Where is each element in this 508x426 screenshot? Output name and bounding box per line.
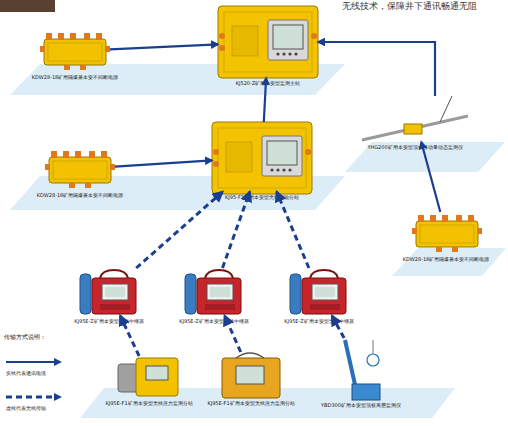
device-caption: KDW28-18矿用隔爆兼本安不间断电源 (403, 256, 490, 262)
cable-link (115, 160, 212, 166)
device-node: KJ95E-Z矿用本安型无线中继器 (290, 268, 348, 316)
device-node: KJ95E-F1矿用本安型无线压力监测分站 (118, 356, 180, 398)
device-caption: KJ520-Z矿用本安型监测主站 (236, 80, 301, 86)
relay-device (185, 270, 241, 314)
wireless-link (277, 192, 309, 268)
platform (392, 248, 506, 276)
device-node: KJ95-F3矿用本安型无线传输分站 (212, 122, 312, 192)
device-caption: KDW28-18矿用隔爆兼本安不间断电源 (37, 192, 124, 198)
device-node: YBD300矿用本安型顶板离层监测仪 (338, 338, 384, 400)
device-caption: KJ95-F3矿用本安型无线传输分站 (225, 194, 299, 200)
separation-sensor (345, 340, 380, 400)
banner-text: 无线技术，保障井下通讯畅通无阻 (342, 1, 477, 12)
device-caption: KJ95E-Z矿用本安型无线中继器 (179, 318, 249, 324)
device-node: KJ520-Z矿用本安型监测主站 (218, 6, 318, 78)
device-caption: KJ95E-Z矿用本安型无线中继器 (74, 318, 144, 324)
device-node: KJ95E-Z矿用本安型无线中继器 (185, 268, 243, 316)
wireless-link (225, 316, 241, 352)
wireless-link (136, 192, 222, 268)
device-caption: KJ95E-Z矿用本安型无线中继器 (284, 318, 354, 324)
device-caption: YHG200矿用本安型顶板移动量动态监测仪 (367, 144, 462, 150)
legend-text: 实线代表通讯电缆 (6, 370, 46, 377)
relay-device (80, 270, 136, 314)
cable-link (264, 78, 266, 122)
relay-device (290, 270, 346, 314)
cable-link (421, 142, 440, 212)
wireless-link (120, 316, 139, 356)
pressure-station (118, 358, 178, 396)
device-node: KDW28-18矿用隔爆兼本安不间断电源 (45, 148, 115, 190)
device-caption: YBD300矿用本安型顶板离层监测仪 (321, 402, 401, 408)
legend-heading: 传输方式说明： (4, 333, 46, 341)
platform (345, 142, 505, 172)
legend-text: 虚线代表无线传输 (6, 405, 46, 412)
cable-link (110, 44, 218, 49)
device-caption: KJ95E-F1矿用本安型无线压力监测分站 (105, 400, 192, 406)
pressure-station (222, 353, 280, 398)
station-device (218, 6, 318, 78)
ups-device (45, 151, 115, 188)
legend-sample (6, 358, 62, 401)
cable-link (318, 42, 435, 96)
device-caption: KDW28-18矿用隔爆兼本安不间断电源 (32, 74, 119, 80)
wireless-link (332, 316, 344, 338)
photo-fragment (0, 0, 55, 12)
device-node: KJ95E-Z矿用本安型无线中继器 (80, 268, 138, 316)
device-caption: KJ95E-F1矿用本安型无线压力监测分站 (207, 400, 294, 406)
device-node: KDW28-18矿用隔爆兼本安不间断电源 (412, 212, 480, 254)
wireless-link (223, 192, 250, 268)
device-node: KDW28-18矿用隔爆兼本安不间断电源 (40, 30, 110, 72)
device-node: YHG200矿用本安型顶板移动量动态监测仪 (360, 96, 470, 142)
ups-device (412, 215, 482, 252)
device-node: KJ95E-F1矿用本安型无线压力监测分站 (222, 352, 280, 398)
displacement-sensor (362, 96, 468, 140)
station-device (212, 122, 312, 194)
ups-device (40, 33, 110, 70)
